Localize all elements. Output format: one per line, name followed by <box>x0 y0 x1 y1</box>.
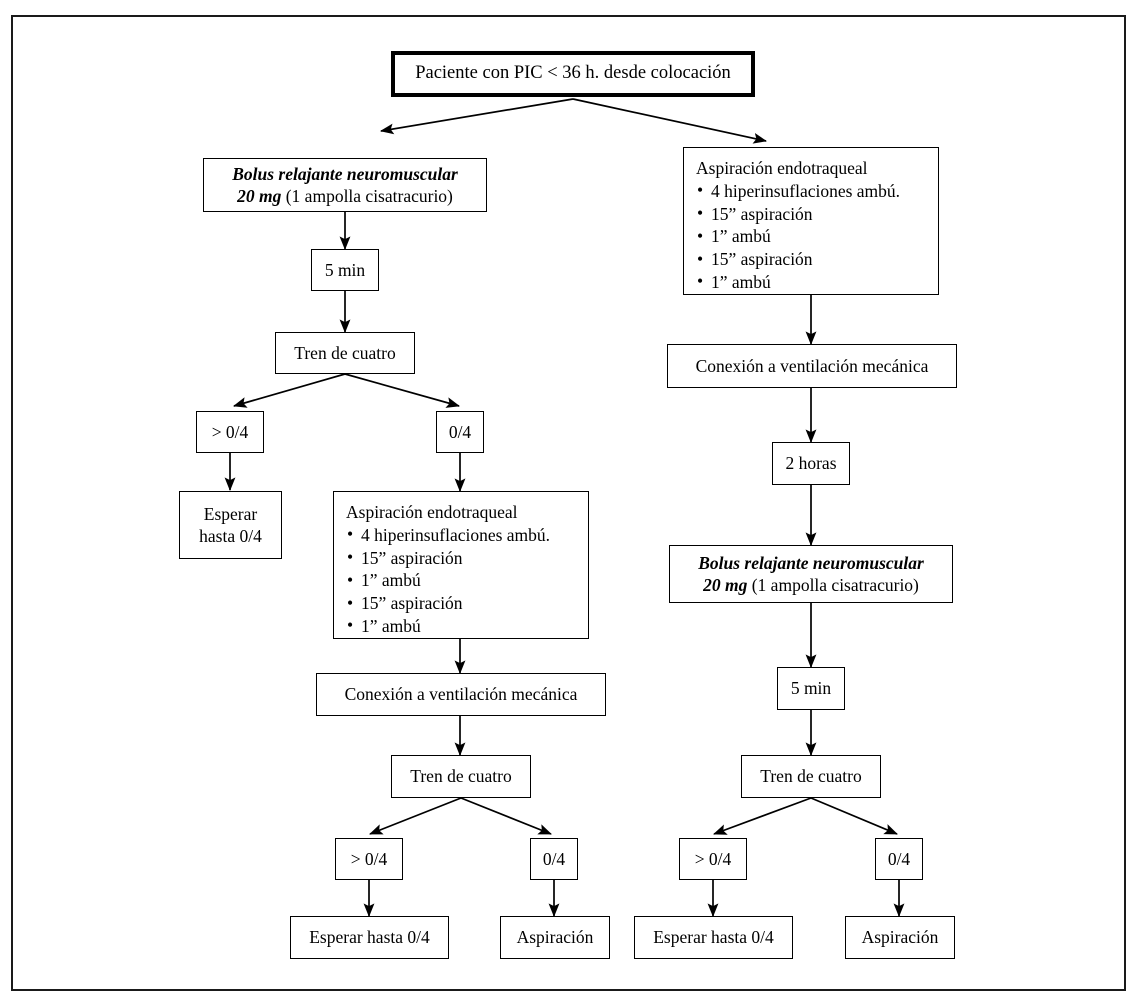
node-right-tren[interactable]: Tren de cuatro <box>741 755 881 798</box>
node-right-aspiracion[interactable]: Aspiración <box>845 916 955 959</box>
right-bolus-line-2: 20 mg (1 ampolla cisatracurio) <box>678 574 944 596</box>
node-right-conexion[interactable]: Conexión a ventilación mecánica <box>667 344 957 388</box>
node-left-5min[interactable]: 5 min <box>311 249 379 291</box>
node-left-zero-four[interactable]: 0/4 <box>436 411 484 453</box>
right-asp-step: 15” aspiración <box>696 202 928 226</box>
right-tren-label: Tren de cuatro <box>760 766 862 787</box>
right-asp-steps: 4 hiperinsuflaciones ambú. 15” aspiració… <box>696 179 928 294</box>
right-bolus-text-block: Bolus relajante neuromuscular 20 mg (1 a… <box>678 552 944 597</box>
left-gt04-2-label: > 0/4 <box>350 848 388 869</box>
right-asp-step: 15” aspiración <box>696 248 928 271</box>
left-asp-step: 15” aspiración <box>346 592 578 615</box>
node-root-patient[interactable]: Paciente con PIC < 36 h. desde colocació… <box>391 51 755 97</box>
node-right-gt-zero-four[interactable]: > 0/4 <box>679 838 747 880</box>
bolus-ampoule: (1 ampolla cisatracurio) <box>281 186 453 206</box>
right-04-label: 0/4 <box>887 848 911 869</box>
left-asp-steps: 4 hiperinsuflaciones ambú. 15” aspiració… <box>346 523 578 638</box>
node-left-conexion[interactable]: Conexión a ventilación mecánica <box>316 673 606 716</box>
left-04-2-label: 0/4 <box>542 848 566 869</box>
left-tren-1-label: Tren de cuatro <box>294 342 396 363</box>
left-asp-text-block: Aspiración endotraqueal 4 hiperinsuflaci… <box>346 501 578 638</box>
left-asp-title: Aspiración endotraqueal <box>346 502 518 522</box>
node-right-aspiracion-endotraqueal[interactable]: Aspiración endotraqueal 4 hiperinsuflaci… <box>683 147 939 295</box>
left-asp-step: 4 hiperinsuflaciones ambú. <box>346 523 578 547</box>
right-asp-step: 1” ambú <box>696 225 928 248</box>
right-asp-title: Aspiración endotraqueal <box>696 158 868 178</box>
right-conexion-label: Conexión a ventilación mecánica <box>695 355 929 376</box>
root-label: Paciente con PIC < 36 h. desde colocació… <box>415 63 731 84</box>
bolus-text-block: Bolus relajante neuromuscular 20 mg (1 a… <box>212 163 478 208</box>
node-left-gt-zero-four-2[interactable]: > 0/4 <box>335 838 403 880</box>
left-esperar-hasta-label: Esperar hasta 0/4 <box>309 927 430 948</box>
right-asp-step: 4 hiperinsuflaciones ambú. <box>696 179 928 203</box>
left-asp-step: 15” aspiración <box>346 546 578 570</box>
left-aspiracion-label: Aspiración <box>516 927 594 948</box>
left-asp-step: 1” ambú <box>346 569 578 592</box>
node-left-esperar[interactable]: Esperar hasta 0/4 <box>179 491 282 559</box>
right-bolus-line-1: Bolus relajante neuromuscular <box>698 552 924 573</box>
right-bolus-ampoule: (1 ampolla cisatracurio) <box>747 575 919 595</box>
node-left-tren-2[interactable]: Tren de cuatro <box>391 755 531 798</box>
right-aspiracion-label: Aspiración <box>861 927 939 948</box>
esperar-text-block: Esperar hasta 0/4 <box>188 503 273 548</box>
left-tren-2-label: Tren de cuatro <box>410 766 512 787</box>
right-asp-text-block: Aspiración endotraqueal 4 hiperinsuflaci… <box>696 157 928 294</box>
node-right-bolus[interactable]: Bolus relajante neuromuscular 20 mg (1 a… <box>669 545 953 603</box>
node-left-aspiracion-endotraqueal[interactable]: Aspiración endotraqueal 4 hiperinsuflaci… <box>333 491 589 639</box>
right-5min-label: 5 min <box>790 678 832 699</box>
right-esperar-hasta-label: Esperar hasta 0/4 <box>653 927 774 948</box>
left-04-label: 0/4 <box>448 421 472 442</box>
node-left-zero-four-2[interactable]: 0/4 <box>530 838 578 880</box>
left-5min-label: 5 min <box>324 259 366 280</box>
right-asp-step: 1” ambú <box>696 270 928 294</box>
left-asp-step: 1” ambú <box>346 614 578 638</box>
left-gt04-label: > 0/4 <box>211 421 249 442</box>
node-right-esperar-hasta[interactable]: Esperar hasta 0/4 <box>634 916 793 959</box>
left-conexion-label: Conexión a ventilación mecánica <box>344 684 578 705</box>
right-gt04-label: > 0/4 <box>694 848 732 869</box>
right-bolus-dose: 20 mg <box>703 575 748 595</box>
node-left-bolus[interactable]: Bolus relajante neuromuscular 20 mg (1 a… <box>203 158 487 212</box>
esperar-line-1: Esperar <box>203 503 258 524</box>
node-left-esperar-hasta[interactable]: Esperar hasta 0/4 <box>290 916 449 959</box>
right-2horas-label: 2 horas <box>785 453 837 474</box>
node-right-5min[interactable]: 5 min <box>777 667 845 710</box>
esperar-line-2: hasta 0/4 <box>199 526 262 546</box>
node-left-aspiracion[interactable]: Aspiración <box>500 916 610 959</box>
bolus-line-2: 20 mg (1 ampolla cisatracurio) <box>212 185 478 207</box>
node-left-gt-zero-four[interactable]: > 0/4 <box>196 411 264 453</box>
bolus-line-1: Bolus relajante neuromuscular <box>232 163 458 184</box>
bolus-dose: 20 mg <box>237 186 282 206</box>
node-right-zero-four[interactable]: 0/4 <box>875 838 923 880</box>
node-right-2-horas[interactable]: 2 horas <box>772 442 850 485</box>
node-left-tren-1[interactable]: Tren de cuatro <box>275 332 415 374</box>
